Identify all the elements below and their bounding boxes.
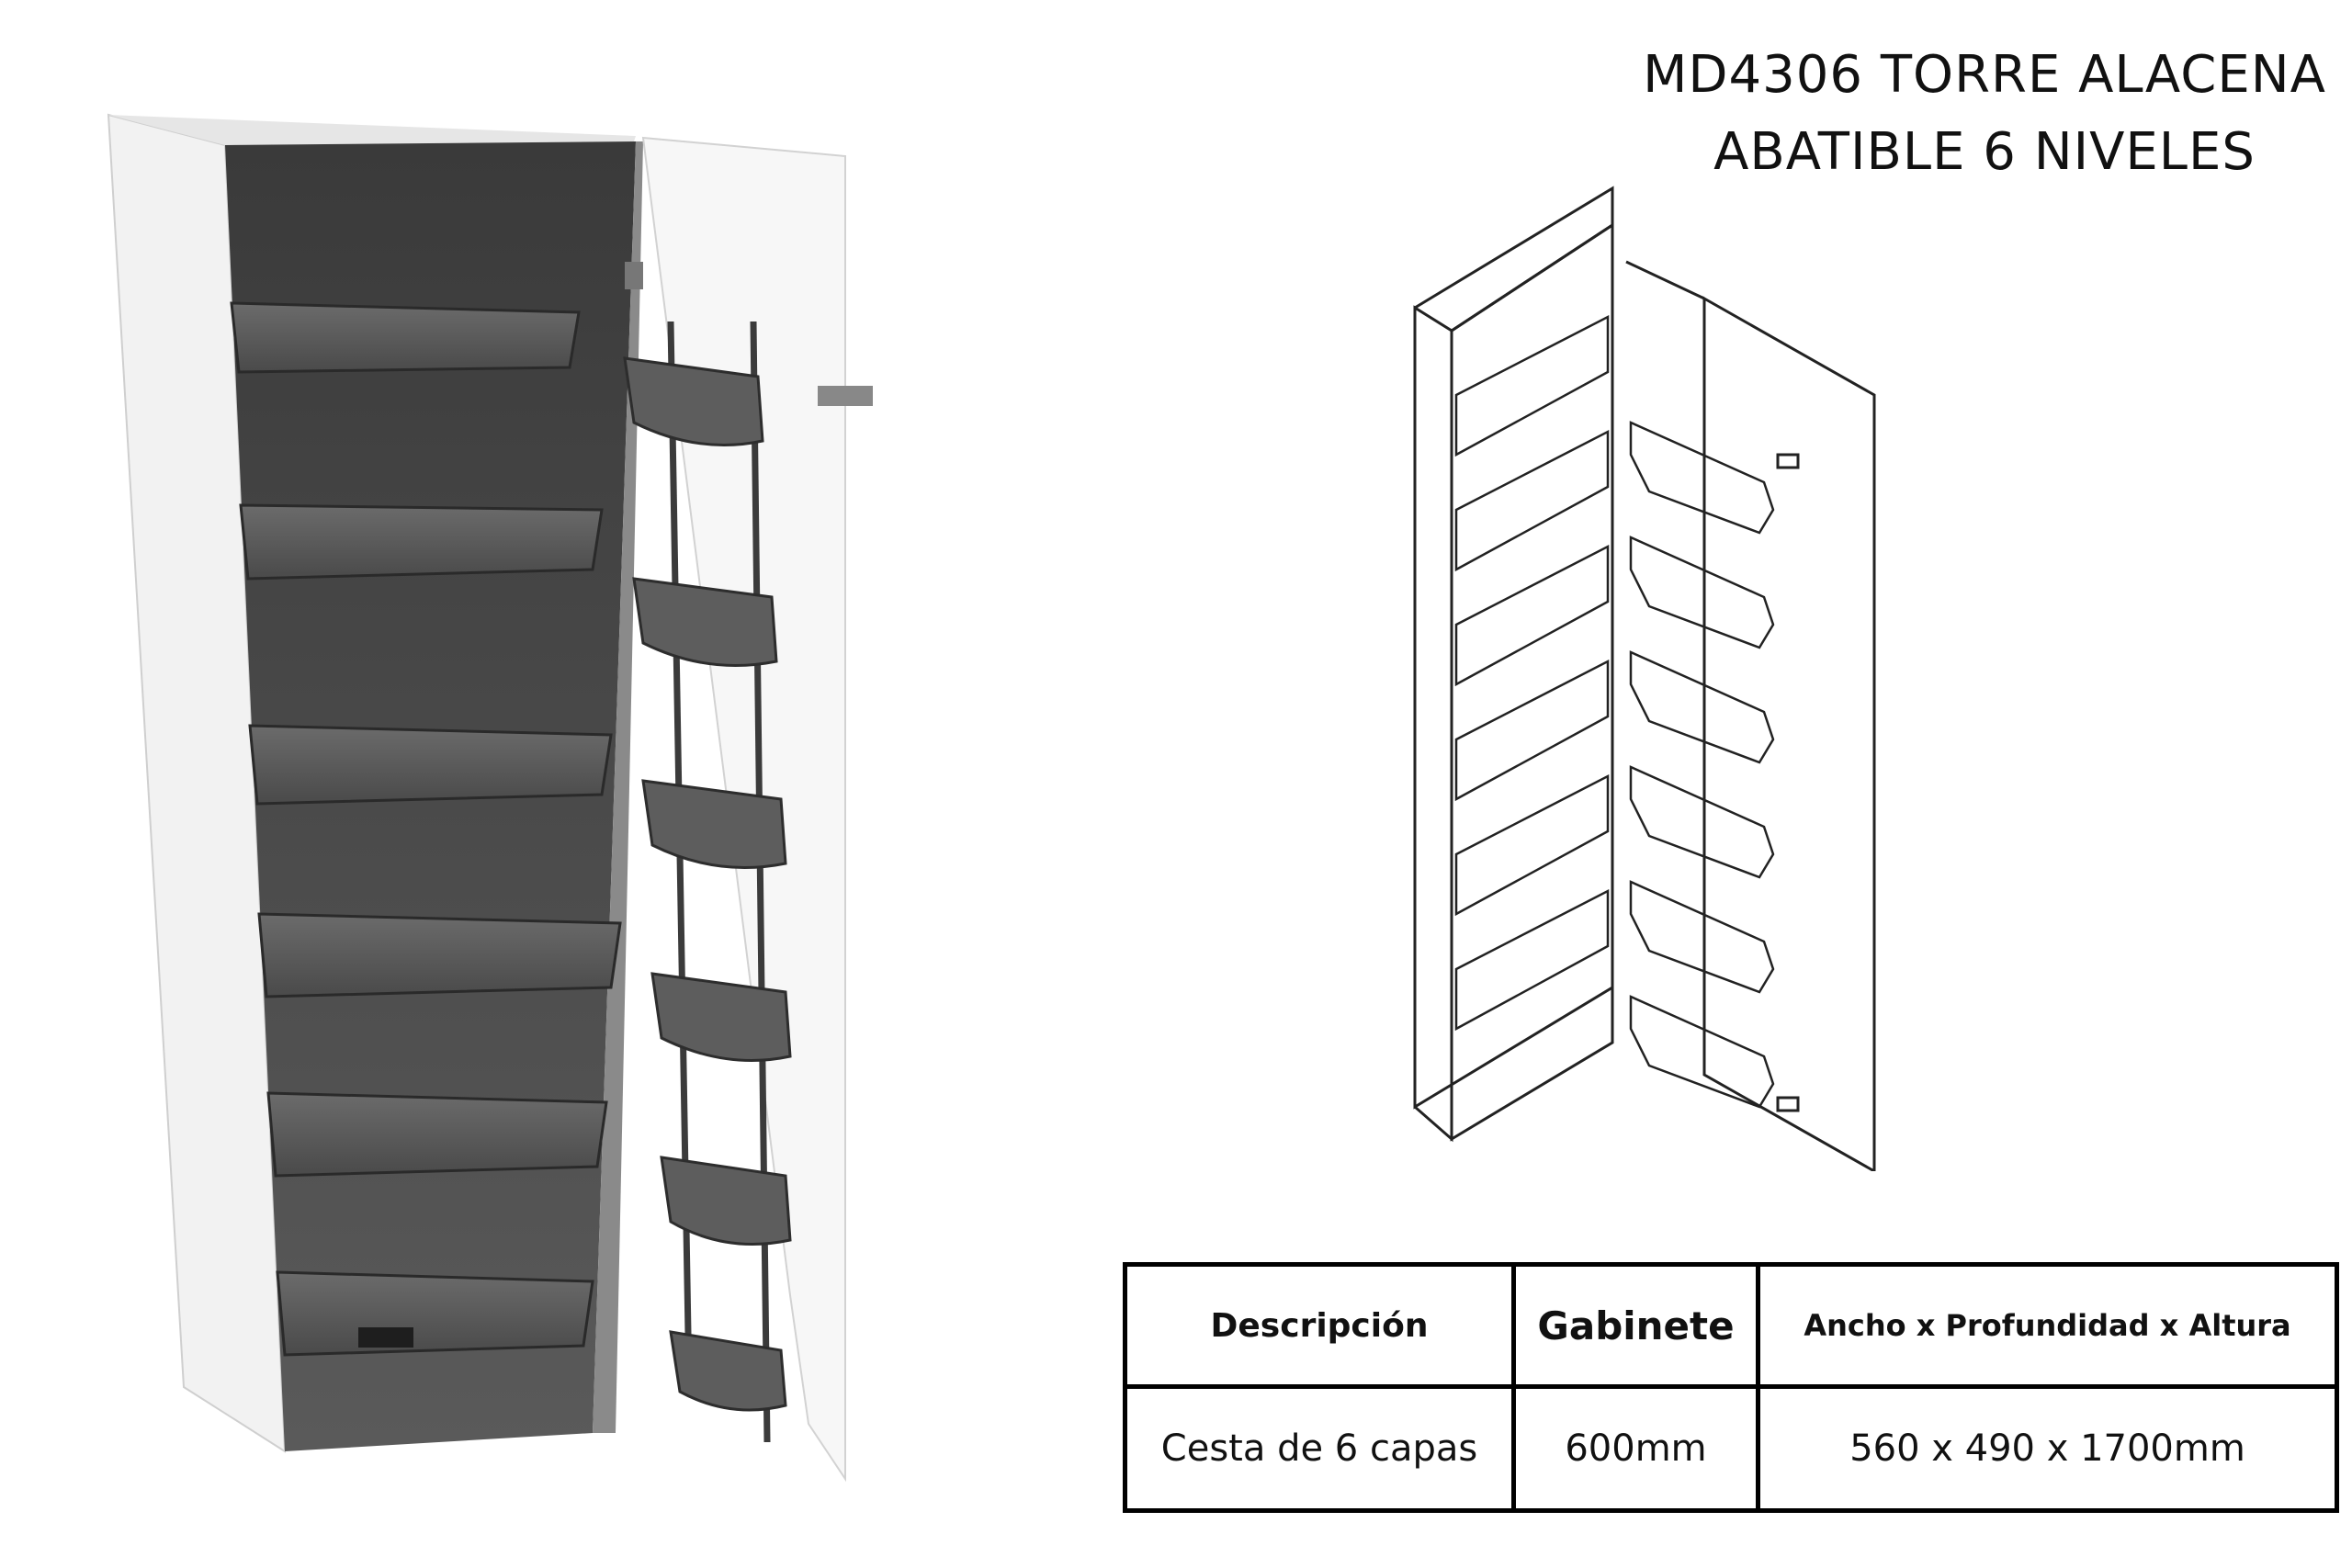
pantry-tower-drawing xyxy=(1413,186,1876,1171)
header-descripcion: Descripción xyxy=(1123,1262,1516,1389)
cell-descripcion: Cesta de 6 capas xyxy=(1123,1384,1516,1513)
product-title: MD4306 TORRE ALACENA ABATIBLE 6 NIVELES xyxy=(1617,37,2352,191)
header-dimensiones: Ancho x Profundidad x Altura xyxy=(1756,1262,2339,1389)
product-title-line2: ABATIBLE 6 NIVELES xyxy=(1713,122,2256,182)
spec-table-header-row: Descripción Gabinete Ancho x Profundidad… xyxy=(1123,1262,2339,1389)
cell-gabinete: 600mm xyxy=(1511,1384,1760,1513)
table-row: Cesta de 6 capas 600mm 560 x 490 x 1700m… xyxy=(1123,1384,2339,1513)
product-title-line1: MD4306 TORRE ALACENA xyxy=(1643,45,2326,105)
header-gabinete: Gabinete xyxy=(1511,1262,1760,1389)
spec-table: Descripción Gabinete Ancho x Profundidad… xyxy=(1123,1262,2339,1513)
cell-dimensiones: 560 x 490 x 1700mm xyxy=(1756,1384,2339,1513)
pantry-tower-render xyxy=(107,113,873,1483)
